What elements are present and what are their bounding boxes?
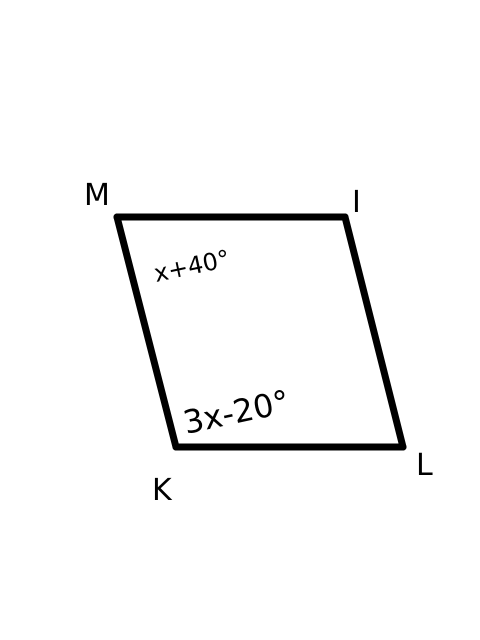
angle-label-k: 3x-20° — [180, 382, 293, 442]
vertex-label-l: L — [416, 448, 433, 483]
angle-label-m: x+40° — [151, 245, 232, 288]
edge-il — [341, 213, 407, 451]
vertex-label-k: K — [152, 473, 173, 508]
vertex-label-m: M — [84, 178, 110, 213]
edge-km — [113, 213, 180, 451]
vertex-label-i: I — [352, 185, 361, 220]
